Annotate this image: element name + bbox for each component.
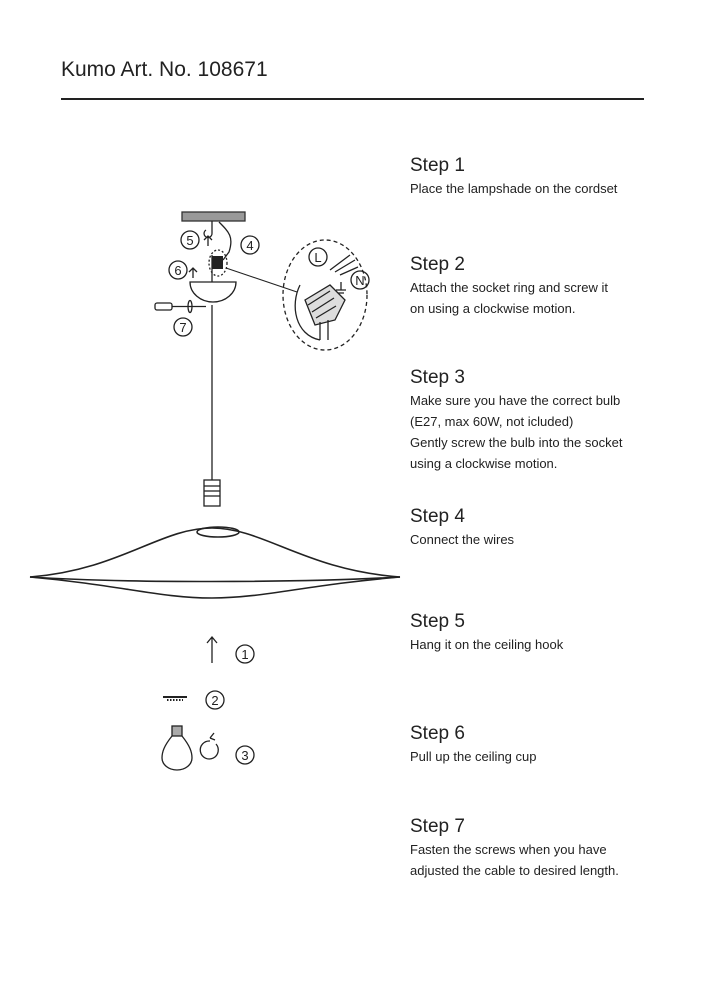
ceiling-cup <box>189 281 237 303</box>
supply-wires <box>218 221 232 261</box>
step-4: Step 4 Connect the wires <box>410 505 514 550</box>
wire-connection-detail: L N <box>282 239 370 351</box>
terminal-block-zoom-source <box>208 249 228 277</box>
svg-text:2: 2 <box>211 693 218 708</box>
step-text: Make sure you have the correct bulb <box>410 393 621 408</box>
step-text: Pull up the ceiling cup <box>410 749 537 764</box>
live-wire-label: L <box>314 250 321 265</box>
step-text: Attach the socket ring and screw it <box>410 280 608 295</box>
neutral-wire-label: N <box>355 273 364 288</box>
callout-3: 3 <box>235 745 255 765</box>
callout-4: 4 <box>240 235 260 255</box>
header-divider <box>61 98 644 100</box>
arrow-up-icon <box>203 235 213 246</box>
ceiling-hook <box>203 221 213 239</box>
socket-ring-icon <box>163 696 187 701</box>
rotate-clockwise-icon <box>199 732 219 760</box>
callout-7: 7 <box>173 317 193 337</box>
callout-5: 5 <box>180 230 200 250</box>
svg-text:6: 6 <box>174 263 181 278</box>
document-title: Kumo Art. No. 108671 <box>61 58 268 81</box>
ceiling-plate <box>181 211 246 222</box>
step-text: Hang it on the ceiling hook <box>410 637 564 652</box>
step-2: Step 2 Attach the socket ring and screw … <box>410 253 608 319</box>
step-title: Step 3 <box>410 367 465 388</box>
svg-text:7: 7 <box>179 320 186 335</box>
step-1: Step 1 Place the lampshade on the cordse… <box>410 154 617 199</box>
step-text: (E27, max 60W, not icluded) <box>410 414 574 429</box>
step-title: Step 2 <box>410 254 465 275</box>
step-title: Step 5 <box>410 611 465 632</box>
arrow-up-icon <box>188 267 198 278</box>
callout-1: 1 <box>235 644 255 664</box>
step-text: adjusted the cable to desired length. <box>410 863 619 878</box>
step-6: Step 6 Pull up the ceiling cup <box>410 722 536 767</box>
step-text: Connect the wires <box>410 532 515 547</box>
svg-text:3: 3 <box>241 748 248 763</box>
step-text: Place the lampshade on the cordset <box>410 181 618 196</box>
arrow-up-icon <box>206 635 218 663</box>
step-title: Step 4 <box>410 506 465 527</box>
step-title: Step 6 <box>410 723 465 744</box>
step-7: Step 7 Fasten the screws when you have a… <box>410 815 619 881</box>
step-title: Step 7 <box>410 816 465 837</box>
callout-2: 2 <box>205 690 225 710</box>
step-text: Fasten the screws when you have <box>410 842 607 857</box>
lampshade <box>29 526 401 599</box>
step-title: Step 1 <box>410 155 465 176</box>
step-text: using a clockwise motion. <box>410 456 558 471</box>
svg-text:4: 4 <box>246 238 253 253</box>
step-text: on using a clockwise motion. <box>410 301 576 316</box>
callout-6: 6 <box>168 260 188 280</box>
screwdriver-icon <box>154 299 206 314</box>
svg-text:5: 5 <box>186 233 193 248</box>
step-5: Step 5 Hang it on the ceiling hook <box>410 610 563 655</box>
socket <box>203 479 221 507</box>
step-text: Gently screw the bulb into the socket <box>410 435 623 450</box>
svg-text:1: 1 <box>241 647 248 662</box>
bulb-icon <box>161 725 193 771</box>
step-3: Step 3 Make sure you have the correct bu… <box>410 366 622 474</box>
